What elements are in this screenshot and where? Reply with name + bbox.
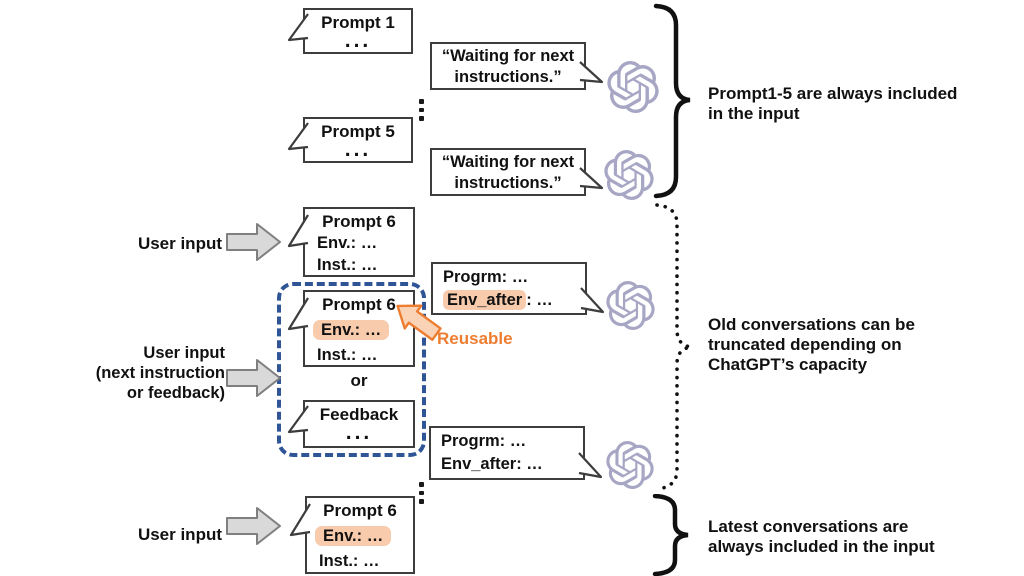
waiting-bubble-1: “Waiting for next instructions.”: [430, 42, 604, 90]
speech-tail-right-icon: [579, 167, 604, 190]
annotation-middle: Old conversations can be truncated depen…: [708, 315, 1008, 375]
bubble-title: Prompt 5: [321, 122, 395, 141]
progrm-line: Progrm: …: [443, 268, 529, 286]
bubble-title: Prompt 6: [322, 295, 396, 314]
curly-brace-icon: [652, 494, 689, 576]
env-line: Env.: …: [317, 234, 378, 252]
annotation-line: always included in the input: [708, 536, 935, 556]
label-line: or feedback): [126, 384, 225, 402]
waiting-bubble-2: “Waiting for next instructions.”: [430, 148, 604, 196]
annotation-line: in the input: [708, 103, 800, 123]
openai-logo-icon: [607, 61, 659, 113]
bubble-title: Prompt 1: [321, 13, 395, 32]
annotation-bottom: Latest conversations are always included…: [708, 517, 1018, 556]
openai-logo-icon: [606, 441, 654, 489]
bubble-title: Prompt 6: [322, 212, 396, 231]
vertical-ellipsis-icon: [419, 99, 424, 121]
prompt5-bubble: Prompt 5 ...: [287, 117, 413, 163]
reusable-arrow-icon: [396, 304, 442, 341]
speech-tail-left-icon: [287, 214, 309, 248]
speech-tail-left-icon: [287, 297, 309, 331]
curly-brace-icon: [653, 3, 691, 199]
arrow-right-icon: [226, 507, 281, 545]
openai-logo-icon: [604, 150, 654, 200]
user-input-label-top: User input: [137, 234, 222, 253]
annotation-top: Prompt1-5 are always included in the inp…: [708, 84, 1008, 123]
bubble-ellipsis: ...: [345, 421, 373, 444]
bubble-title: Prompt 6: [323, 501, 397, 520]
waiting-line2: instructions.”: [454, 68, 562, 86]
reusable-group-box: [277, 282, 426, 457]
env-after-line: Env_after: …: [441, 455, 543, 473]
vertical-ellipsis-icon: [419, 482, 424, 504]
annotation-line: Old conversations can be: [708, 315, 915, 334]
prompt6-first-bubble: Prompt 6 Env.: … Inst.: …: [287, 207, 415, 277]
prompt6-boxed-bubble: Prompt 6 Env.: … Inst.: …: [287, 290, 415, 367]
arrow-right-icon: [226, 223, 281, 261]
inst-line: Inst.: …: [317, 346, 378, 364]
feedback-bubble: Feedback ...: [287, 400, 415, 448]
inst-line: Inst.: …: [319, 552, 380, 570]
annotation-line: ChatGPT’s capacity: [708, 355, 868, 374]
progrm-line: Progrm: …: [441, 432, 527, 450]
speech-tail-left-icon: [287, 122, 309, 151]
speech-tail-left-icon: [289, 503, 311, 537]
label-line: User input: [143, 344, 225, 362]
arrow-right-icon: [226, 359, 281, 397]
inst-line: Inst.: …: [317, 256, 378, 274]
env-highlight: Env.: …: [315, 526, 392, 546]
speech-tail-right-icon: [578, 452, 603, 479]
dotted-curly-brace-icon: [655, 203, 692, 491]
annotation-line: truncated depending on: [708, 335, 902, 354]
bubble-ellipsis: ...: [344, 29, 372, 52]
annotation-line: Prompt1-5 are always included: [708, 84, 958, 103]
speech-tail-right-icon: [580, 287, 605, 314]
user-input-label-bottom: User input: [137, 525, 222, 544]
progrm1-bubble: Progrm: … Env_after: …: [431, 262, 605, 315]
speech-tail-left-icon: [287, 13, 309, 42]
env-after-rest: : …: [526, 291, 553, 309]
waiting-line1: “Waiting for next: [441, 153, 575, 171]
user-input-label-middle: User input (next instruction or feedback…: [80, 343, 225, 403]
env-after-highlight: Env_after: [443, 290, 527, 310]
bubble-title: Feedback: [319, 405, 399, 424]
or-label: or: [350, 371, 368, 390]
prompt6-latest-bubble: Prompt 6 Env.: … Inst.: …: [289, 496, 415, 574]
waiting-line1: “Waiting for next: [441, 47, 575, 65]
progrm2-bubble: Progrm: … Env_after: …: [429, 426, 603, 480]
reusable-label: Reusable: [437, 329, 513, 348]
waiting-line2: instructions.”: [454, 174, 562, 192]
speech-tail-left-icon: [287, 405, 309, 434]
bubble-ellipsis: ...: [344, 138, 372, 161]
openai-logo-icon: [606, 281, 655, 330]
prompt1-bubble: Prompt 1 ...: [287, 8, 413, 54]
annotation-line: Latest conversations are: [708, 517, 909, 536]
env-highlight: Env.: …: [313, 320, 390, 340]
speech-tail-right-icon: [579, 61, 604, 84]
label-line: (next instruction: [95, 364, 225, 382]
